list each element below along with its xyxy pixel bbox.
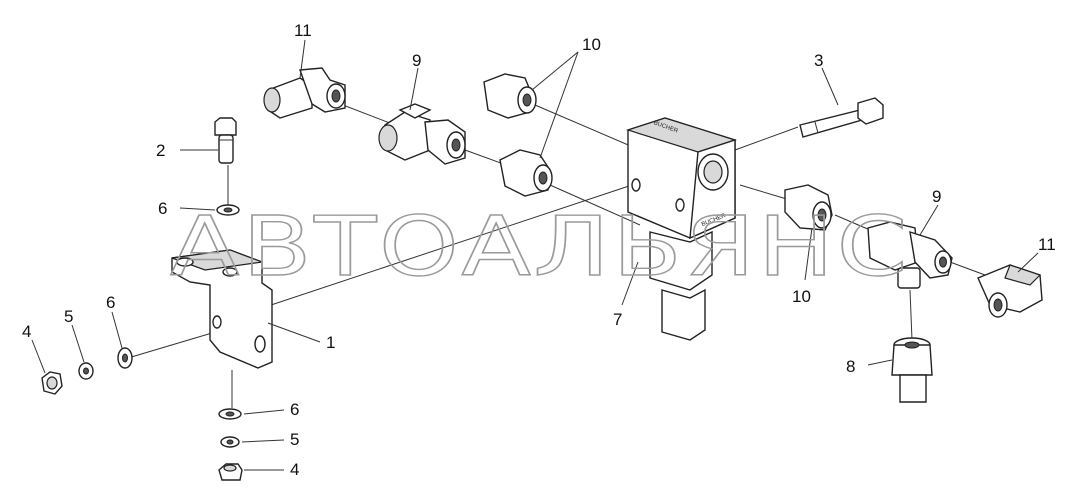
adapter-part-10-middle bbox=[499, 149, 553, 197]
callout-4-bottom: 4 bbox=[290, 460, 299, 479]
callout-5-bottom: 5 bbox=[290, 430, 299, 449]
bolt-part-2 bbox=[214, 117, 237, 164]
washer-part-6-left bbox=[117, 347, 133, 369]
callout-9-left: 9 bbox=[412, 51, 421, 70]
callout-10-bottom: 10 bbox=[792, 287, 811, 306]
callout-6-top: 6 bbox=[158, 199, 167, 218]
callout-6-left: 6 bbox=[106, 293, 115, 312]
nut-part-4-left bbox=[41, 371, 63, 395]
callout-7: 7 bbox=[613, 310, 622, 329]
watermark: АВТОАЛЬЯНС bbox=[170, 200, 910, 295]
callout-5-left: 5 bbox=[64, 307, 73, 326]
callout-2: 2 bbox=[156, 141, 165, 160]
adapter-part-10-right bbox=[784, 184, 833, 231]
callout-11-left: 11 bbox=[294, 21, 312, 40]
washer-part-6-bottom bbox=[218, 408, 242, 420]
valve-body-part-7: BUCHER BUCHER bbox=[626, 117, 737, 341]
callout-8: 8 bbox=[846, 357, 855, 376]
callout-leaders bbox=[31, 39, 1039, 471]
callout-10-top: 10 bbox=[582, 35, 601, 54]
elbow-fitting-part-11-left bbox=[263, 67, 346, 119]
callout-11-right: 11 bbox=[1038, 235, 1056, 254]
callout-6-bottom: 6 bbox=[290, 400, 299, 419]
callout-9-right: 9 bbox=[932, 187, 941, 206]
elbow-fitting-part-11-right bbox=[977, 264, 1043, 318]
washer-part-6-top bbox=[216, 204, 240, 216]
adapter-part-10-upper bbox=[483, 73, 537, 119]
callout-1: 1 bbox=[326, 333, 335, 352]
lockwasher-part-5-bottom bbox=[220, 436, 240, 448]
bracket-part-1 bbox=[171, 249, 273, 369]
assembly-lines bbox=[127, 99, 986, 408]
bolt-part-3 bbox=[799, 97, 884, 138]
lockwasher-part-5-left bbox=[78, 362, 94, 380]
tee-fitting-part-9-left bbox=[378, 103, 466, 165]
callout-4-left: 4 bbox=[22, 322, 31, 341]
callout-numbers: 2 6 11 9 10 3 9 11 10 7 8 1 4 5 6 6 5 4 bbox=[22, 21, 1056, 479]
nut-part-4-bottom bbox=[218, 463, 243, 481]
fitting-part-8 bbox=[891, 337, 933, 403]
tee-fitting-part-9-right bbox=[867, 221, 953, 289]
callout-3: 3 bbox=[814, 51, 823, 70]
